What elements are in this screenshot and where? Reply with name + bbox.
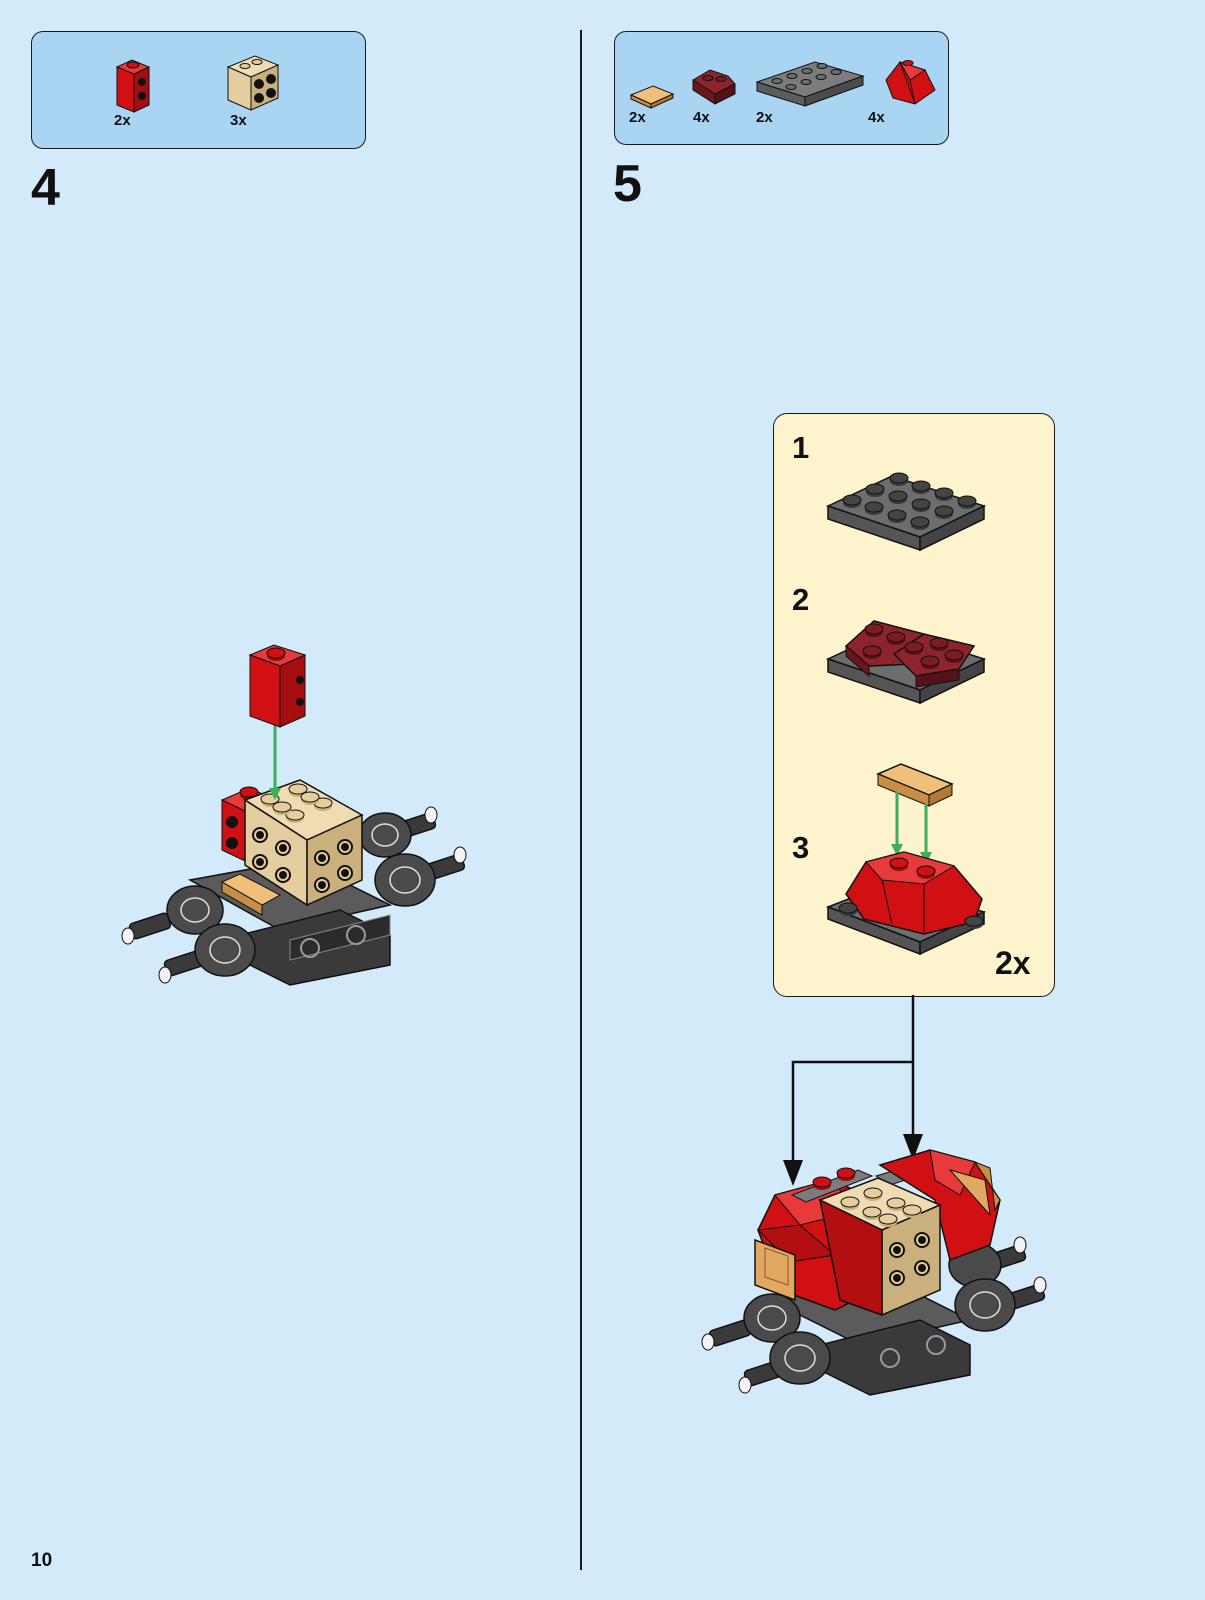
page-number: 10	[31, 1550, 52, 1572]
